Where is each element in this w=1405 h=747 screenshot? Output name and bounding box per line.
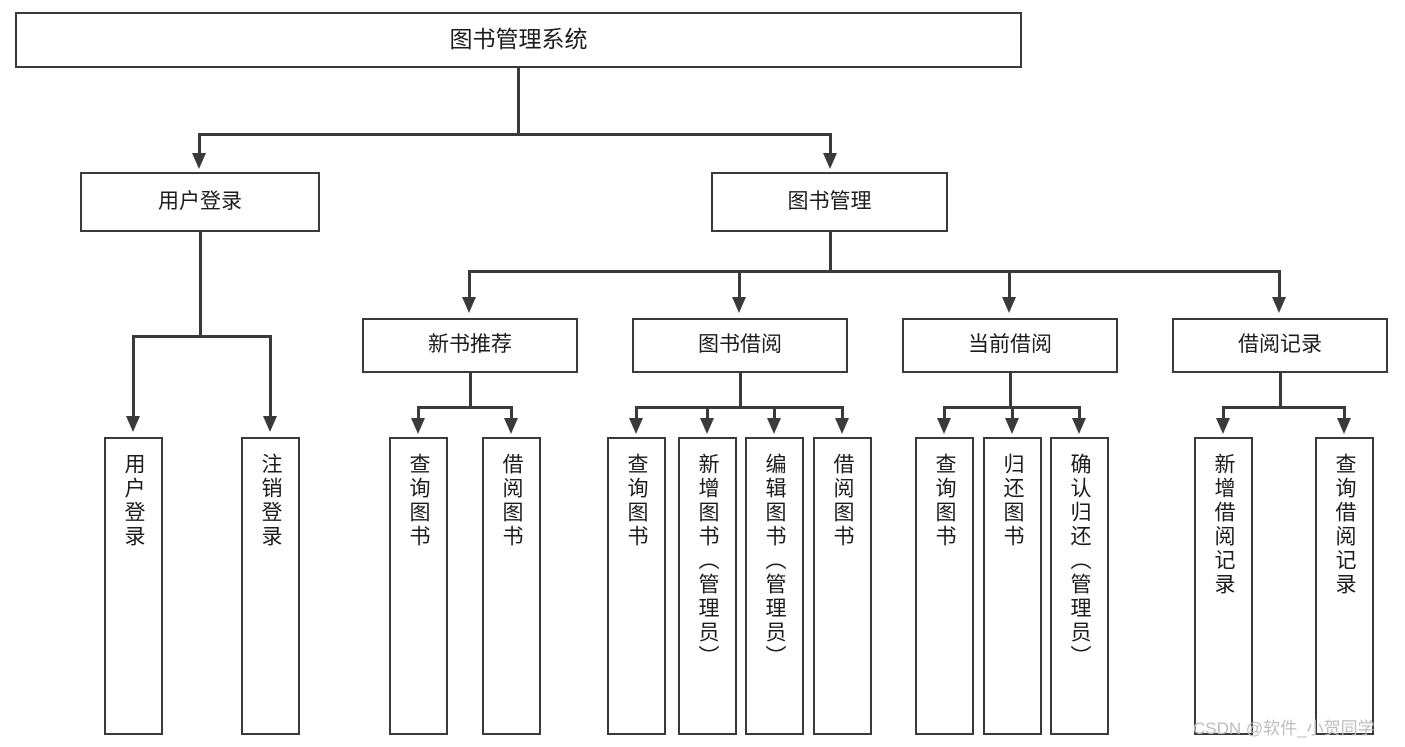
node-label: 归还图书 — [1001, 453, 1024, 549]
node-label: 用户登录 — [158, 189, 242, 213]
arrowhead-leaf-query-book-2 — [629, 418, 643, 434]
node-label: 用户登录 — [122, 453, 145, 549]
node-current-loans[interactable]: 当前借阅 — [902, 318, 1118, 373]
connector-user-login-drop-2 — [269, 335, 272, 418]
connector-current-loan-drop-1 — [943, 406, 946, 420]
connector-book-borrow-bus — [635, 406, 843, 409]
connector-root-to-book-manage — [829, 133, 832, 155]
arrowhead-leaf-query-book-1 — [411, 418, 425, 434]
connector-current-loan-drop-2 — [1011, 406, 1014, 420]
node-label: 查询图书 — [933, 453, 956, 549]
node-new-book-recommendation[interactable]: 新书推荐 — [362, 318, 578, 373]
node-label: 借阅图书 — [831, 453, 854, 549]
node-leaf-add-loan-record[interactable]: 新增借阅记录 — [1194, 437, 1253, 735]
connector-book-borrow-drop-4 — [841, 406, 844, 420]
node-label: 查询借阅记录 — [1333, 453, 1356, 597]
arrowhead-loan-record — [1272, 297, 1286, 313]
node-label: 图书管理 — [787, 189, 872, 213]
connector-root-stem — [517, 68, 520, 135]
connector-book-borrow-drop-3 — [773, 406, 776, 420]
node-label: 图书借阅 — [698, 333, 782, 357]
node-leaf-user-logout[interactable]: 注销登录 — [241, 437, 300, 735]
connector-new-book-rec-bus — [417, 406, 511, 409]
arrowhead-leaf-user-login — [126, 416, 140, 432]
node-leaf-query-loan-record[interactable]: 查询借阅记录 — [1315, 437, 1374, 735]
connector-loan-record-bus — [1222, 406, 1344, 409]
arrowhead-leaf-borrow-book-2 — [835, 418, 849, 434]
node-user-login[interactable]: 用户登录 — [80, 172, 320, 232]
node-label: 借阅图书 — [500, 453, 523, 549]
node-label: 编辑图书（管理员） — [763, 453, 786, 669]
node-leaf-query-book-1[interactable]: 查询图书 — [389, 437, 448, 735]
node-book-management[interactable]: 图书管理 — [711, 172, 948, 232]
node-leaf-user-login[interactable]: 用户登录 — [104, 437, 163, 735]
arrowhead-leaf-return-book — [1005, 418, 1019, 434]
node-leaf-query-book-3[interactable]: 查询图书 — [915, 437, 974, 735]
connector-book-borrow-drop-1 — [635, 406, 638, 420]
arrowhead-leaf-borrow-book-1 — [504, 418, 518, 434]
node-leaf-borrow-book-1[interactable]: 借阅图书 — [482, 437, 541, 735]
arrowhead-leaf-add-book — [700, 418, 714, 434]
arrowhead-new-book-rec — [462, 297, 476, 313]
node-root-book-management-system[interactable]: 图书管理系统 — [15, 12, 1022, 68]
connector-book-manage-stem — [829, 232, 832, 272]
connector-book-manage-drop-4 — [1278, 270, 1281, 299]
connector-new-book-rec-drop-1 — [417, 406, 420, 420]
connector-book-borrow-drop-2 — [706, 406, 709, 420]
connector-user-login-bus — [132, 335, 270, 338]
node-leaf-confirm-return-admin[interactable]: 确认归还（管理员） — [1050, 437, 1109, 735]
node-label: 新增借阅记录 — [1212, 453, 1235, 597]
connector-loan-record-drop-1 — [1222, 406, 1225, 420]
arrowhead-book-borrow — [732, 297, 746, 313]
node-label: 确认归还（管理员） — [1068, 453, 1091, 669]
arrowhead-leaf-query-loan-record — [1337, 418, 1351, 434]
node-label: 查询图书 — [407, 453, 430, 549]
connector-user-login-drop-1 — [132, 335, 135, 418]
node-book-borrowing[interactable]: 图书借阅 — [632, 318, 848, 373]
arrowhead-leaf-user-logout — [263, 416, 277, 432]
connector-root-bus — [198, 133, 831, 136]
node-leaf-edit-book-admin[interactable]: 编辑图书（管理员） — [745, 437, 804, 735]
connector-book-manage-bus — [468, 270, 1280, 273]
node-label: 图书管理系统 — [449, 26, 588, 53]
arrowhead-current-loan — [1002, 297, 1016, 313]
connector-new-book-rec-drop-2 — [510, 406, 513, 420]
connector-current-loan-drop-3 — [1078, 406, 1081, 420]
connector-root-to-user-login — [198, 133, 201, 155]
node-leaf-return-book[interactable]: 归还图书 — [983, 437, 1042, 735]
connector-new-book-rec-stem — [469, 373, 472, 408]
connector-book-manage-drop-1 — [468, 270, 471, 299]
connector-book-borrow-stem — [739, 373, 742, 408]
connector-loan-record-drop-2 — [1343, 406, 1346, 420]
connector-book-manage-drop-3 — [1008, 270, 1011, 299]
connector-user-login-stem — [199, 232, 202, 337]
arrowhead-leaf-edit-book — [767, 418, 781, 434]
node-label: 新书推荐 — [428, 333, 512, 357]
arrowhead-book-manage — [823, 153, 837, 169]
node-leaf-add-book-admin[interactable]: 新增图书（管理员） — [678, 437, 737, 735]
arrowhead-leaf-add-loan-record — [1216, 418, 1230, 434]
arrowhead-user-login — [192, 153, 206, 169]
node-label: 新增图书（管理员） — [696, 453, 719, 669]
node-label: 查询图书 — [625, 453, 648, 549]
arrowhead-leaf-confirm-return — [1072, 418, 1086, 434]
node-leaf-query-book-2[interactable]: 查询图书 — [607, 437, 666, 735]
connector-current-loan-stem — [1009, 373, 1012, 408]
connector-loan-record-stem — [1279, 373, 1282, 408]
node-loan-records[interactable]: 借阅记录 — [1172, 318, 1388, 373]
arrowhead-leaf-query-book-3 — [937, 418, 951, 434]
node-label: 借阅记录 — [1238, 333, 1322, 357]
node-label: 当前借阅 — [968, 333, 1052, 357]
node-label: 注销登录 — [259, 453, 282, 549]
connector-book-manage-drop-2 — [738, 270, 741, 299]
node-leaf-borrow-book-2[interactable]: 借阅图书 — [813, 437, 872, 735]
